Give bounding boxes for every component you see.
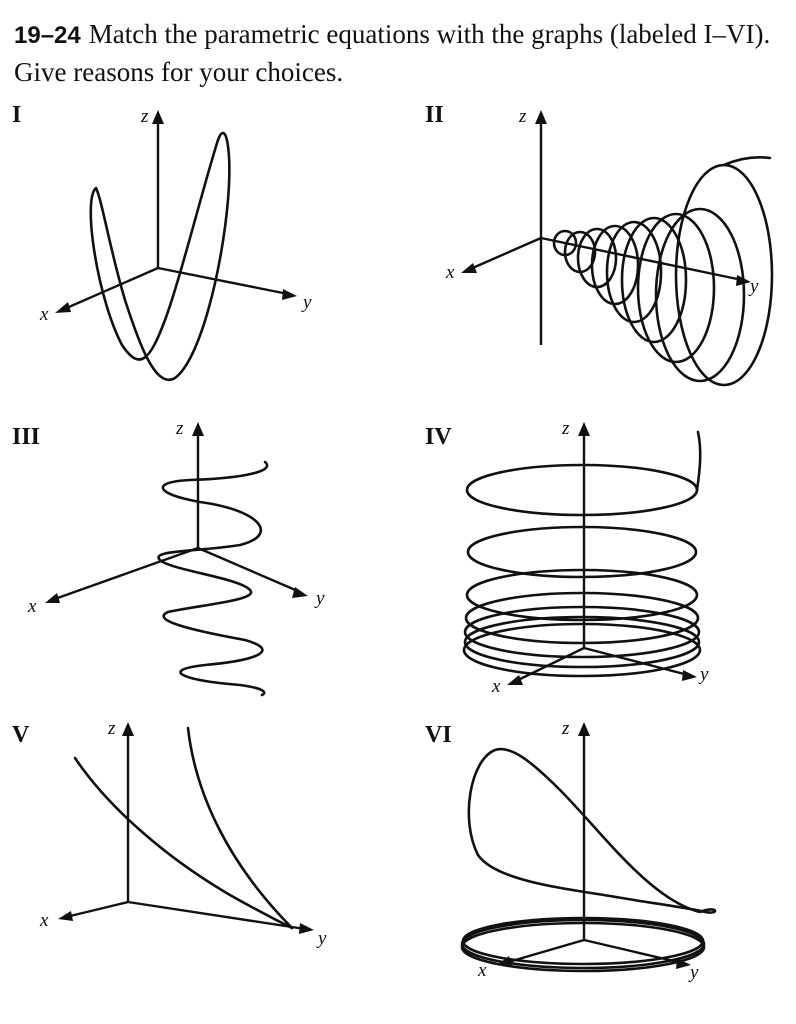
curve-6 — [460, 747, 717, 973]
axis-label-z-2: z — [518, 106, 527, 127]
axis-label-y-2: y — [748, 276, 759, 297]
problem-number: 19–24 — [14, 22, 81, 49]
axis-label-x-4: x — [491, 676, 501, 697]
axes-5: z x y — [39, 718, 327, 949]
axes-4: z x y — [491, 418, 709, 697]
panel-label-2: II — [425, 102, 444, 128]
curve-1 — [89, 131, 231, 382]
axes-3: z x y — [27, 418, 325, 617]
axis-label-x-6: x — [477, 960, 487, 981]
axis-label-z-6: z — [561, 718, 570, 739]
axis-label-z-4: z — [561, 418, 570, 439]
curve-4 — [462, 430, 702, 678]
axis-label-z-3: z — [175, 418, 184, 439]
axis-label-y-3: y — [314, 588, 325, 609]
panel-label-4: IV — [425, 424, 452, 450]
axis-label-y-5: y — [316, 928, 327, 949]
axes-1: z x y — [39, 106, 312, 325]
curve-3 — [157, 460, 269, 697]
panel-label-6: VI — [425, 722, 452, 748]
axis-label-z-1: z — [140, 106, 149, 127]
axis-label-x-3: x — [27, 596, 37, 617]
problem-text: Match the parametric equations with the … — [14, 19, 771, 87]
axes-6: z x y — [477, 718, 699, 983]
axis-label-z-5: z — [107, 718, 116, 739]
panel-label-3: III — [12, 424, 41, 450]
panel-label-1: I — [12, 102, 22, 128]
curve-5 — [73, 726, 294, 930]
axis-label-x-5: x — [39, 910, 49, 931]
axis-label-y-6: y — [688, 962, 699, 983]
panel-label-5: V — [12, 722, 30, 748]
axis-label-y-1: y — [301, 292, 312, 313]
axis-label-x-1: x — [39, 304, 49, 325]
axes-2: z x y — [445, 106, 759, 345]
curve-2 — [552, 155, 774, 387]
axis-label-x-2: x — [445, 262, 455, 283]
axis-label-y-4: y — [698, 664, 709, 685]
